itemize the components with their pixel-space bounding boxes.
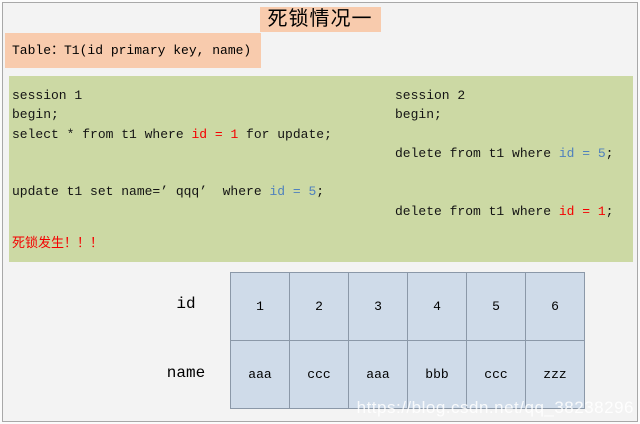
sql-segment: begin; [395, 107, 442, 123]
table-cell: aaa [230, 340, 290, 409]
watermark-url: https://blog.csdn.net/qq_38238296 [356, 398, 634, 417]
sql-segment: update t1 set name=’ qqq’ where [12, 184, 270, 200]
sql-line: session 1 [12, 86, 390, 105]
sql-line: begin; [395, 105, 631, 124]
sql-segment: id = 1 [558, 203, 606, 219]
row-label-name: name [166, 364, 206, 382]
sql-segment: ; [605, 145, 614, 161]
sql-line [12, 144, 390, 163]
sql-segment: delete from t1 where [395, 145, 559, 161]
sql-line [12, 163, 390, 182]
sql-segment: id = 5 [269, 184, 317, 200]
sql-segment: for update; [238, 126, 332, 142]
sessions-panel [9, 76, 633, 262]
table-cell: 3 [348, 272, 408, 341]
sql-segment: ; [605, 203, 614, 219]
row-label-id: id [176, 295, 196, 313]
sql-segment: session 1 [12, 88, 83, 103]
sql-line: session 2 [395, 86, 631, 105]
sql-segment: delete from t1 where [395, 203, 559, 219]
table-cell: zzz [525, 340, 585, 409]
sql-line [395, 182, 631, 201]
sql-line: delete from t1 where id = 1; [395, 202, 631, 221]
sql-segment: id = 5 [558, 145, 606, 161]
table-cell: 2 [289, 272, 349, 341]
table-cell: 5 [466, 272, 526, 341]
table-cell: 4 [407, 272, 467, 341]
session-2-block: session 2 begin; delete from t1 where id … [395, 86, 631, 221]
sql-line: delete from t1 where id = 5; [395, 144, 631, 163]
sql-line: select * from t1 where id = 1 for update… [12, 125, 390, 144]
sql-segment: session 2 [395, 88, 466, 103]
table-cell: ccc [289, 340, 349, 409]
page-title: 死锁情况一 [259, 7, 381, 32]
session-1-block: session 1 begin; select * from t1 where id… [12, 86, 390, 253]
table-cell: 1 [230, 272, 290, 341]
sql-segment: id = 1 [191, 126, 239, 142]
table-cell: 6 [525, 272, 585, 341]
sql-segment: 死锁发生！！！ [12, 236, 104, 252]
table-definition-label: Table：T1(id primary key, name) [5, 33, 261, 68]
sql-line [12, 202, 390, 221]
title-row: 死锁情况一 [0, 7, 640, 32]
sql-line: update t1 set name=’ qqq’ where id = 5; [12, 182, 390, 201]
sql-line [395, 125, 631, 144]
sql-segment: begin; [12, 107, 59, 123]
sql-line: 死锁发生！！！ [12, 234, 390, 253]
sql-line: begin; [12, 105, 390, 124]
sql-segment: ; [316, 184, 325, 200]
sql-segment: select * from t1 where [12, 126, 192, 142]
sql-line [395, 163, 631, 182]
